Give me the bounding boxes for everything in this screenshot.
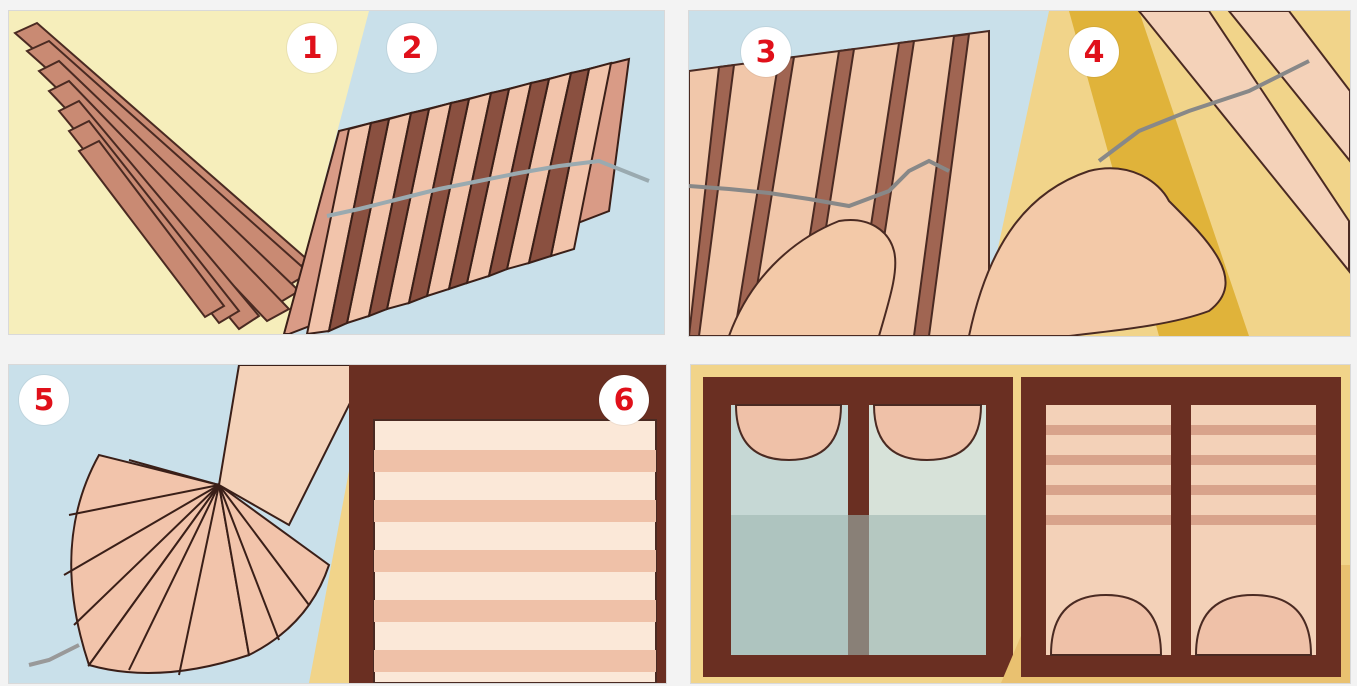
pleated-blind-folded-illustration — [9, 11, 664, 334]
step-number: 2 — [402, 31, 423, 66]
step-number-badge: 5 — [19, 375, 69, 425]
step-number: 1 — [302, 31, 323, 66]
step-number-badge: 6 — [599, 375, 649, 425]
step-number: 4 — [1084, 35, 1105, 70]
step-number: 3 — [756, 35, 777, 70]
step-number: 5 — [34, 383, 55, 418]
step-number-badge: 3 — [741, 27, 791, 77]
panel-final-result — [690, 364, 1351, 684]
panel-steps-3-4: 3 4 — [688, 10, 1351, 337]
window-blinds-illustration — [691, 365, 1350, 683]
blind-fan-and-installed-illustration — [9, 365, 666, 683]
step-number-badge: 2 — [387, 23, 437, 73]
panel-steps-5-6: 5 6 — [8, 364, 667, 684]
step-number-badge: 4 — [1069, 27, 1119, 77]
panel-steps-1-2: 1 2 — [8, 10, 665, 335]
step-number: 6 — [614, 383, 635, 418]
step-number-badge: 1 — [287, 23, 337, 73]
